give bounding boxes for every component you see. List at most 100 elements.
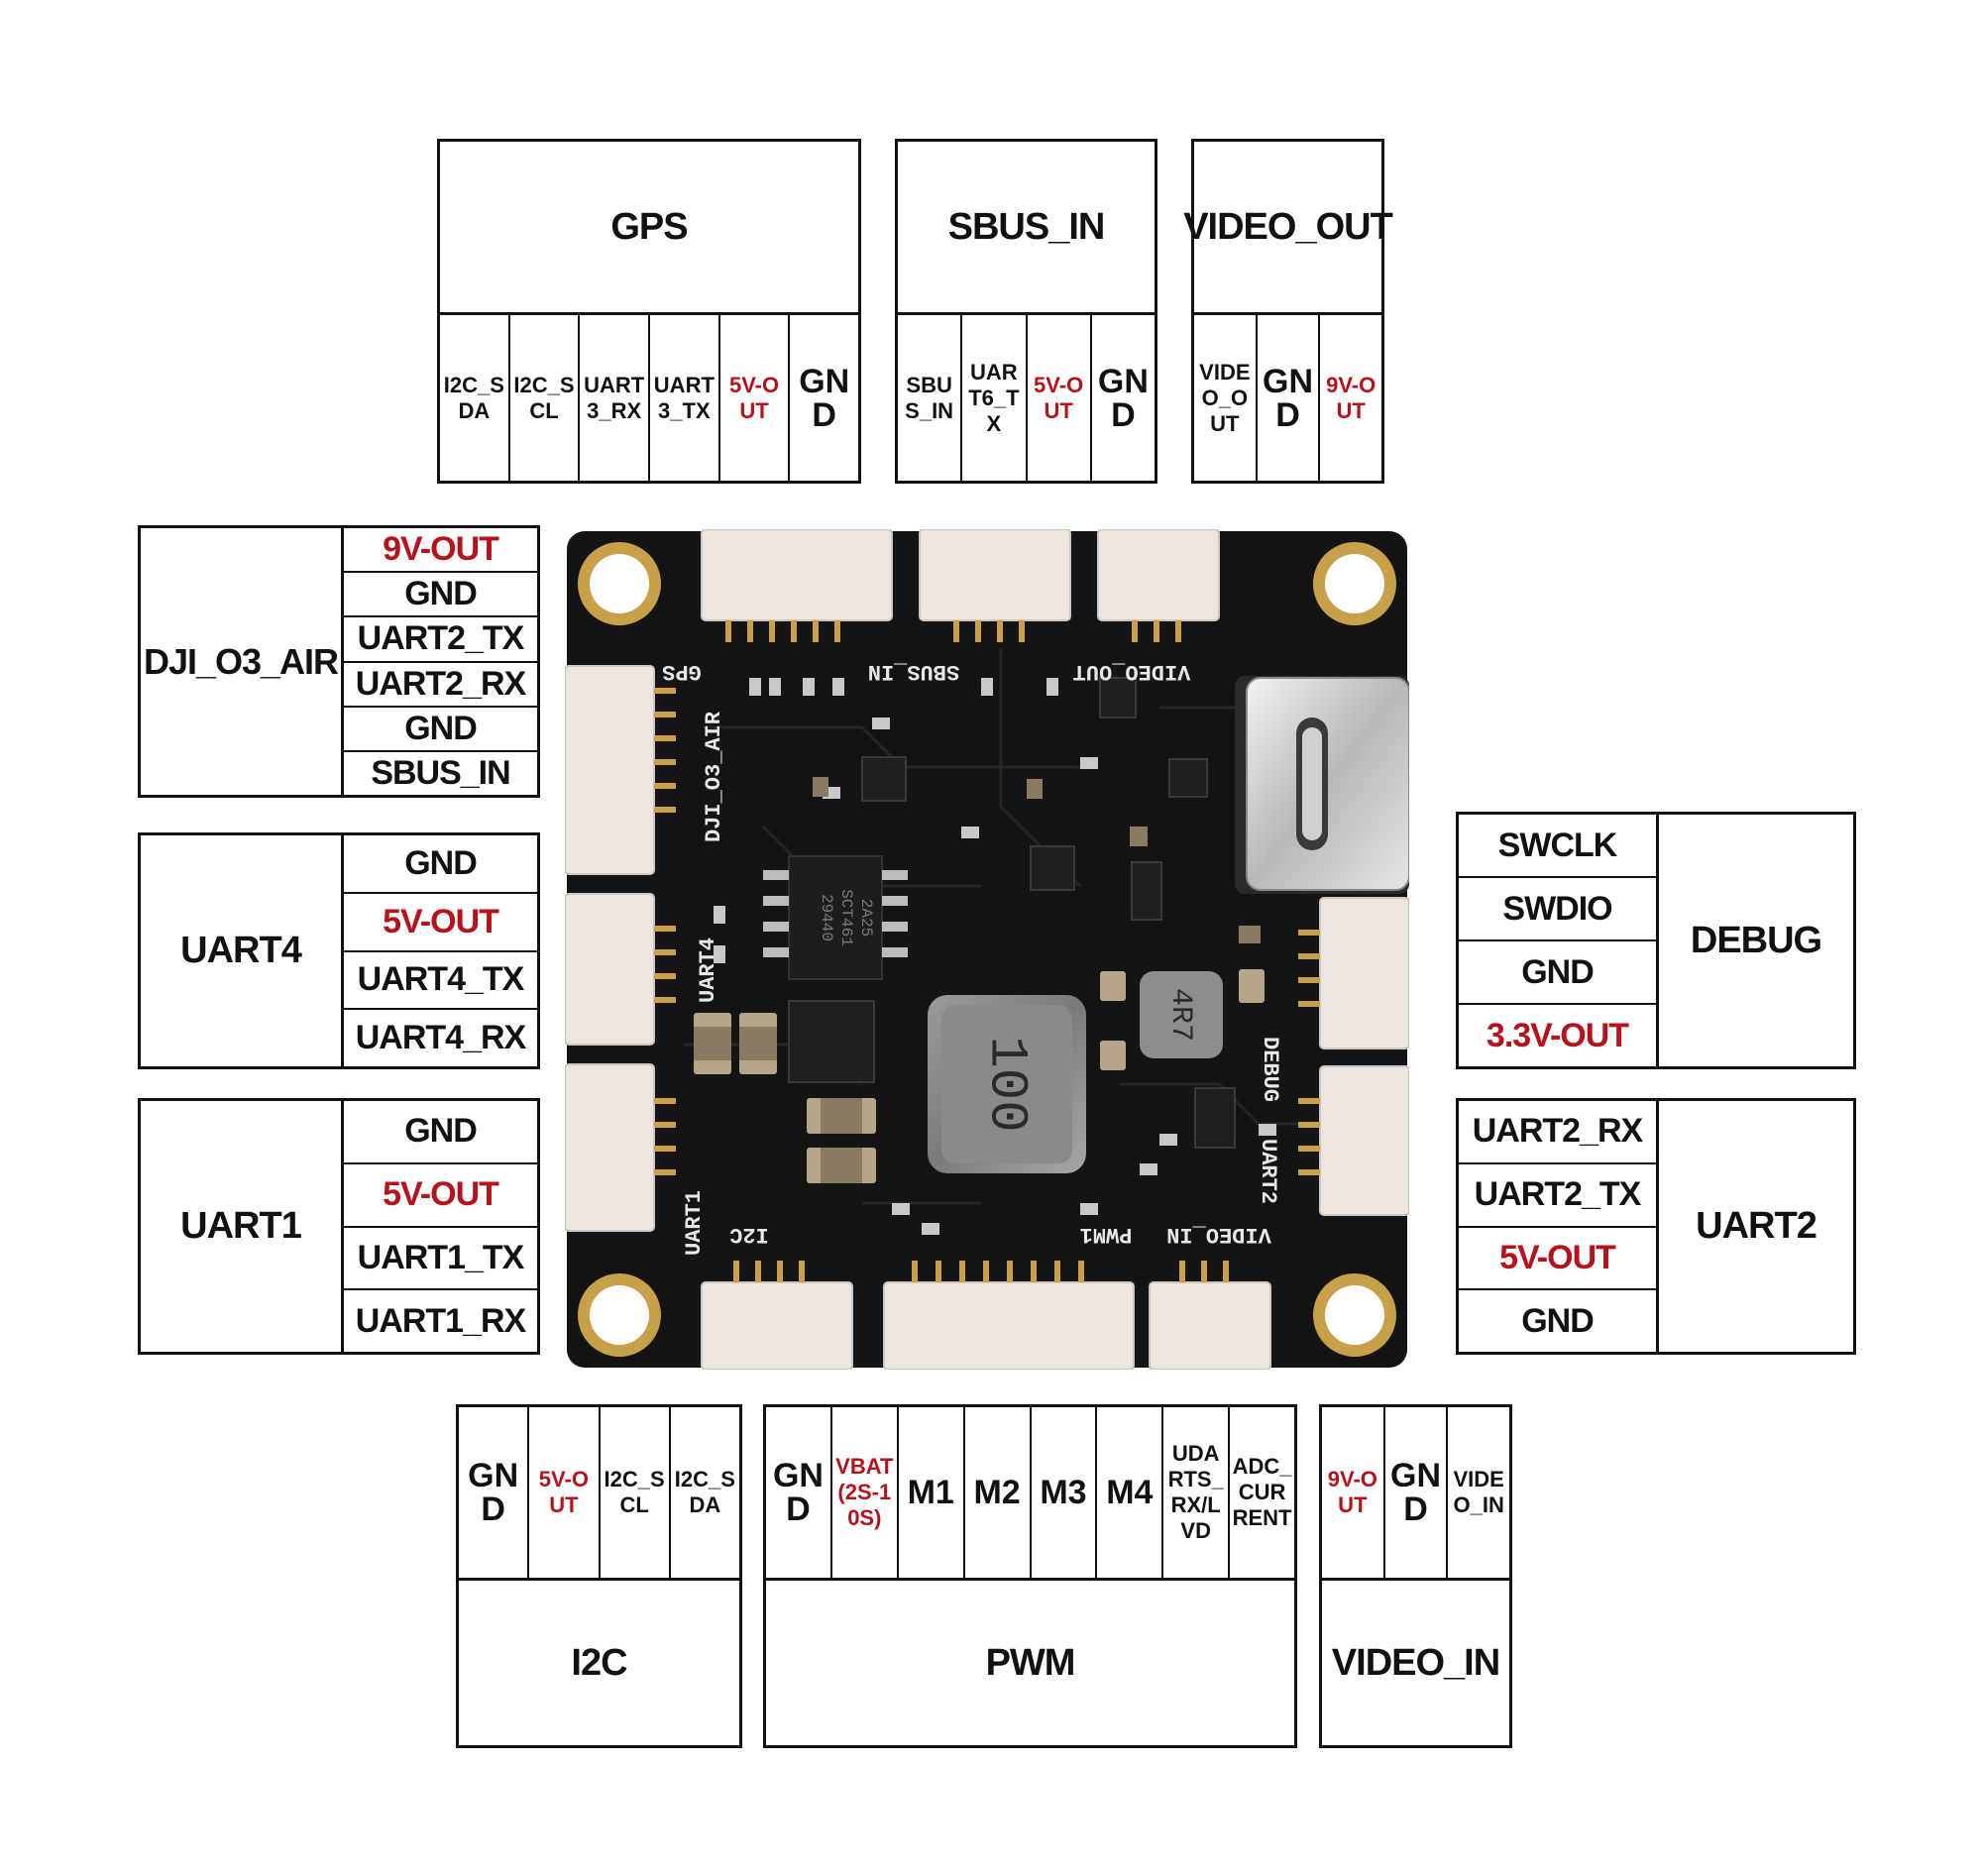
pwm-pin-2: VBAT(2S-10S) [832, 1407, 899, 1578]
pcb-body [567, 531, 1407, 1368]
uart2-pin-2: UART2_TX [1459, 1164, 1656, 1228]
uart2-pin-3: 5V-OUT [1459, 1228, 1656, 1291]
pwm-pin-6: M4 [1097, 1407, 1164, 1578]
uart4-pin-2: 5V-OUT [344, 894, 537, 952]
dji-o3-air-pin-6: SBUS_IN [371, 753, 510, 792]
sbus-in-pin-1: SBUS_IN [898, 315, 963, 481]
jst-connectors-bottom [701, 1281, 1271, 1370]
ic-marking-line2: SCT461 [837, 889, 855, 946]
sbus-in-pin-2: UART6_TX [962, 315, 1028, 481]
pwm-pin-3: M1 [899, 1407, 965, 1578]
uart1-pin-1: GND [344, 1101, 537, 1164]
silk-pwm: PWM1 [1080, 1222, 1133, 1247]
jst-connectors-left [565, 665, 655, 1232]
i2c-pin-4: I2C_SDA [674, 1467, 735, 1517]
jst-connectors-right [1319, 897, 1409, 1216]
uart4-pin-1: GND [344, 835, 537, 894]
debug-title: DEBUG [1690, 919, 1822, 961]
flight-controller-board: 2A25 SCT461 29440 100 4R7 [565, 529, 1409, 1370]
i2c-pin-1: GND [459, 1407, 530, 1578]
inductor-marking: 100 [976, 1036, 1037, 1132]
silk-dji-o3-air: DJI_O3_AIR [702, 711, 726, 842]
video-out-pin-2: GND [1258, 315, 1321, 481]
silk-uart4: UART4 [696, 938, 720, 1003]
buck-ic: 2A25 SCT461 29440 [763, 855, 908, 980]
gps-pin-3: UART3_RX [580, 315, 651, 481]
pwm-pin-4: M2 [965, 1407, 1032, 1578]
dji-o3-air-pin-1: 9V-OUT [344, 528, 537, 574]
silk-uart2: UART2 [1256, 1139, 1280, 1204]
silk-video-in: VIDEO_IN [1166, 1222, 1271, 1247]
pwm-pin-8: ADC_CURRENT [1232, 1454, 1292, 1530]
gps-pin-2: I2C_SCL [510, 315, 581, 481]
debug-pin-3: GND [1459, 941, 1656, 1005]
gps-pin-5: 5V-OUT [720, 315, 791, 481]
silk-gps: GPS [662, 659, 702, 684]
sbus-in-pin-3: 5V-OUT [1028, 315, 1092, 481]
uart1-pin-3: UART1_TX [344, 1228, 537, 1291]
dji-o3-air-pin-4: UART2_RX [344, 663, 537, 708]
jst-connectors-top [701, 529, 1220, 621]
dji-o3-air-pin-3: UART2_TX [344, 617, 537, 663]
uart4-pin-4: UART4_RX [355, 1019, 526, 1057]
video-in-pin-2: GND [1385, 1407, 1449, 1578]
silk-uart1: UART1 [682, 1190, 707, 1256]
sbus-in-pin-4: GND [1097, 362, 1149, 434]
video-in-pin-3: VIDEO_IN [1453, 1467, 1504, 1517]
main-inductor: 100 [928, 995, 1086, 1173]
uart2-pin-1: UART2_RX [1459, 1101, 1656, 1164]
pwm-pin-5: M3 [1032, 1407, 1098, 1578]
debug-pin-2: SWDIO [1459, 878, 1656, 941]
uart2-title: UART2 [1696, 1205, 1817, 1247]
uart1-pin-4: UART1_RX [355, 1301, 526, 1340]
silk-sbus-in: SBUS_IN [868, 659, 959, 684]
usb-c-port [1235, 676, 1409, 894]
uart1-title: UART1 [180, 1205, 302, 1247]
silk-debug: DEBUG [1258, 1037, 1282, 1102]
small-inductor-marking: 4R7 [1163, 988, 1197, 1042]
gps-pin-4: UART3_TX [650, 315, 720, 481]
gps-title: GPS [610, 205, 688, 248]
dji-o3-air-pin-5: GND [344, 708, 537, 752]
pwm-title: PWM [985, 1641, 1076, 1684]
debug-pin-1: SWCLK [1459, 815, 1656, 878]
video-in-title: VIDEO_IN [1331, 1641, 1500, 1684]
debug-pin-4: 3.3V-OUT [1486, 1016, 1629, 1054]
i2c-pin-3: I2C_SCL [601, 1407, 671, 1578]
pwm-pin-1: GND [766, 1407, 832, 1578]
uart1-pin-2: 5V-OUT [344, 1164, 537, 1228]
silk-video-out: VIDEO_OUT [1073, 659, 1191, 684]
video-out-pin-3: 9V-OUT [1326, 372, 1376, 423]
dji-o3-air-title: DJI_O3_AIR [143, 640, 339, 682]
ic-marking-line1: 2A25 [857, 899, 875, 937]
gps-pin-1: I2C_SDA [440, 315, 510, 481]
gps-pin-6: GND [799, 362, 850, 434]
small-inductor: 4R7 [1140, 971, 1223, 1058]
video-out-title: VIDEO_OUT [1183, 205, 1393, 248]
uart4-pin-3: UART4_TX [344, 952, 537, 1011]
uart2-pin-4: GND [1521, 1301, 1595, 1340]
power-diode [788, 1000, 875, 1083]
mounting-holes [578, 542, 1396, 1357]
video-in-pin-1: 9V-OUT [1322, 1407, 1385, 1578]
